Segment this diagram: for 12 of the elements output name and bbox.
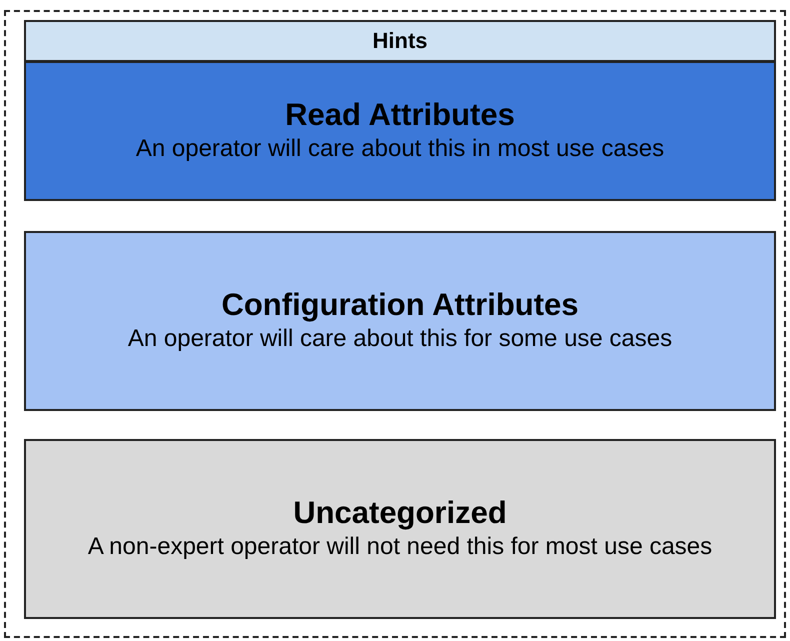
category-box bbox=[24, 61, 776, 201]
category-box bbox=[24, 439, 776, 619]
dashed-container bbox=[4, 10, 786, 638]
category-title: Read Attributes bbox=[285, 97, 515, 133]
header-text: Hints bbox=[372, 28, 428, 54]
category-title: Uncategorized bbox=[293, 495, 507, 531]
header-band bbox=[24, 20, 776, 62]
category-box bbox=[24, 231, 776, 411]
category-description: A non-expert operator will not need this for most use cases bbox=[86, 532, 714, 562]
category-description: An operator will care about this for some use cases bbox=[126, 324, 674, 354]
category-title: Configuration Attributes bbox=[221, 287, 579, 323]
category-description: An operator will care about this in most use cases bbox=[134, 134, 666, 164]
